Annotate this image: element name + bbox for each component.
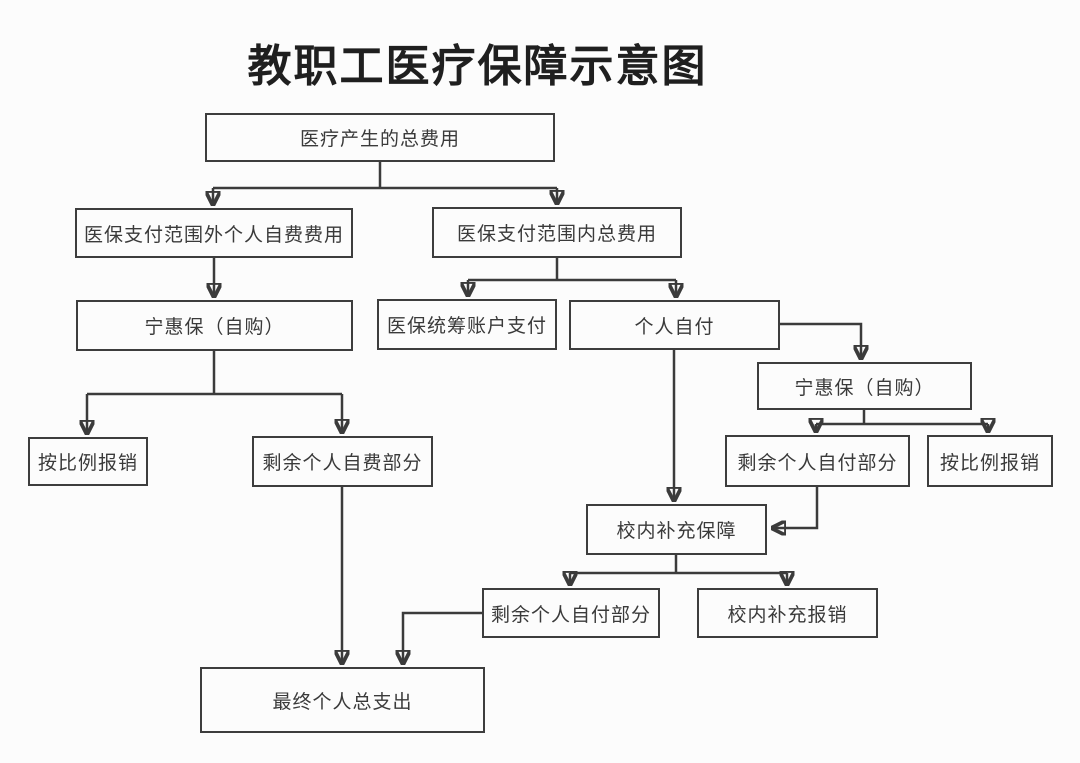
node-school-supplement: 校内补充保障 xyxy=(586,504,767,555)
node-ratio-reimburse-left: 按比例报销 xyxy=(28,437,148,486)
node-in-scope-total-fee: 医保支付范围内总费用 xyxy=(432,207,682,258)
diagram-title: 教职工医疗保障示意图 xyxy=(247,42,708,91)
node-ninghuibao-right: 宁惠保（自购） xyxy=(757,362,972,410)
node-ratio-reimburse-right: 按比例报销 xyxy=(927,435,1053,487)
node-ninghuibao-left: 宁惠保（自购） xyxy=(76,300,353,351)
node-pooled-account-pay: 医保统筹账户支付 xyxy=(377,299,557,350)
node-personal-self-pay: 个人自付 xyxy=(569,300,780,350)
node-remaining-self-pay-mid: 剩余个人自付部分 xyxy=(482,588,660,638)
node-remaining-self-fee: 剩余个人自费部分 xyxy=(252,436,433,487)
node-total-medical-fee: 医疗产生的总费用 xyxy=(205,113,555,162)
node-remaining-self-pay-right: 剩余个人自付部分 xyxy=(725,435,910,487)
node-final-personal-total: 最终个人总支出 xyxy=(200,667,485,733)
node-school-reimburse: 校内补充报销 xyxy=(697,588,878,638)
node-out-of-scope-self-fee: 医保支付范围外个人自费费用 xyxy=(75,208,353,258)
